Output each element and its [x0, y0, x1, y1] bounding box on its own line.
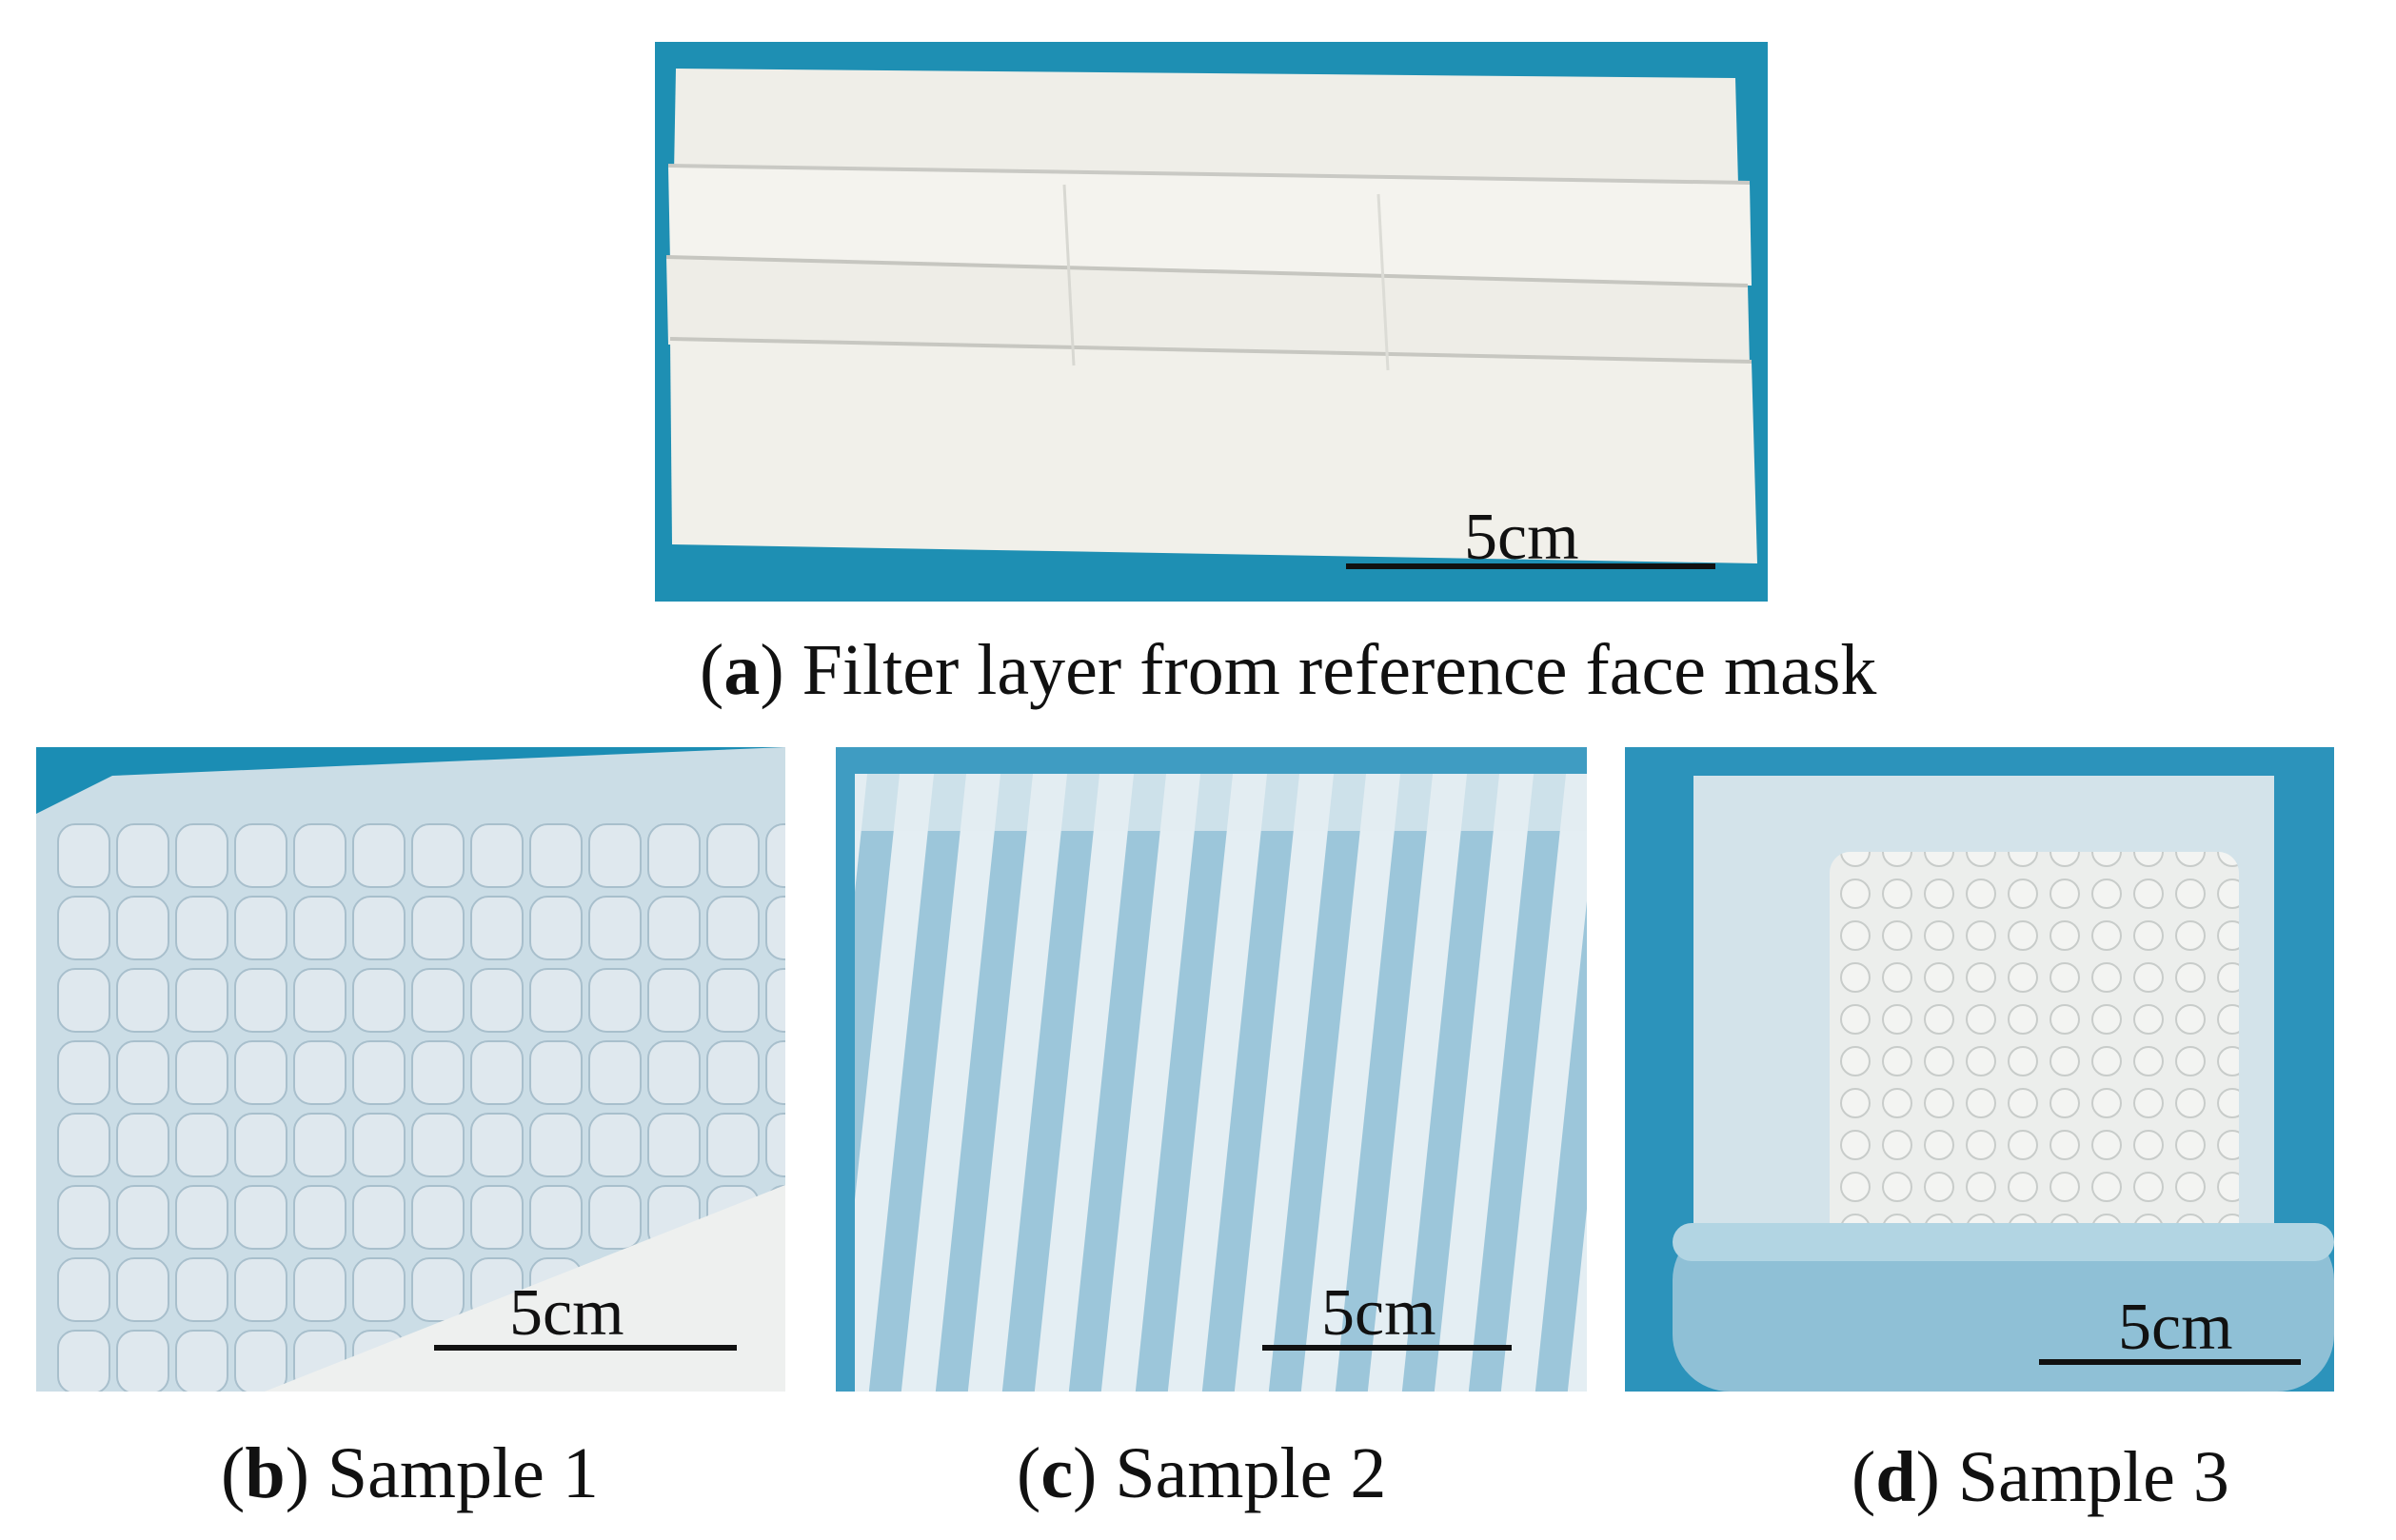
caption-text: Sample 3 — [1957, 1437, 2229, 1517]
scale-bar — [434, 1345, 737, 1351]
caption-text: Filter layer from reference face mask — [802, 630, 1877, 710]
caption-letter: b — [245, 1433, 286, 1513]
scale-bar — [2039, 1359, 2301, 1365]
sample-3-illustration — [1625, 747, 2334, 1392]
scale-label: 5cm — [1464, 501, 1579, 574]
caption-text: Sample 2 — [1115, 1433, 1387, 1513]
scale-label: 5cm — [509, 1276, 624, 1350]
caption-letter: d — [1875, 1437, 1916, 1517]
sample-2-illustration — [836, 747, 1587, 1392]
photo-filter-layer: 5cm — [655, 42, 1768, 602]
scale-bar — [1346, 563, 1715, 569]
scale-label: 5cm — [2118, 1291, 2233, 1364]
photo-sample-2: 5cm — [836, 747, 1587, 1392]
scale-bar — [1262, 1345, 1512, 1351]
scale-label: 5cm — [1321, 1276, 1436, 1350]
caption-d: (d) Sample 3 — [1851, 1437, 2229, 1517]
caption-c: (c) Sample 2 — [1017, 1433, 1387, 1513]
caption-letter: c — [1040, 1433, 1074, 1513]
photo-sample-3: 5cm — [1625, 747, 2334, 1392]
caption-a: (a) Filter layer from reference face mas… — [700, 630, 1877, 710]
caption-text: Sample 1 — [327, 1433, 599, 1513]
caption-letter: a — [723, 630, 761, 710]
caption-b: (b) Sample 1 — [221, 1433, 599, 1513]
photo-sample-1: 5cm — [36, 747, 785, 1392]
sample-1-illustration — [36, 747, 785, 1392]
filter-layer-illustration — [655, 42, 1768, 602]
